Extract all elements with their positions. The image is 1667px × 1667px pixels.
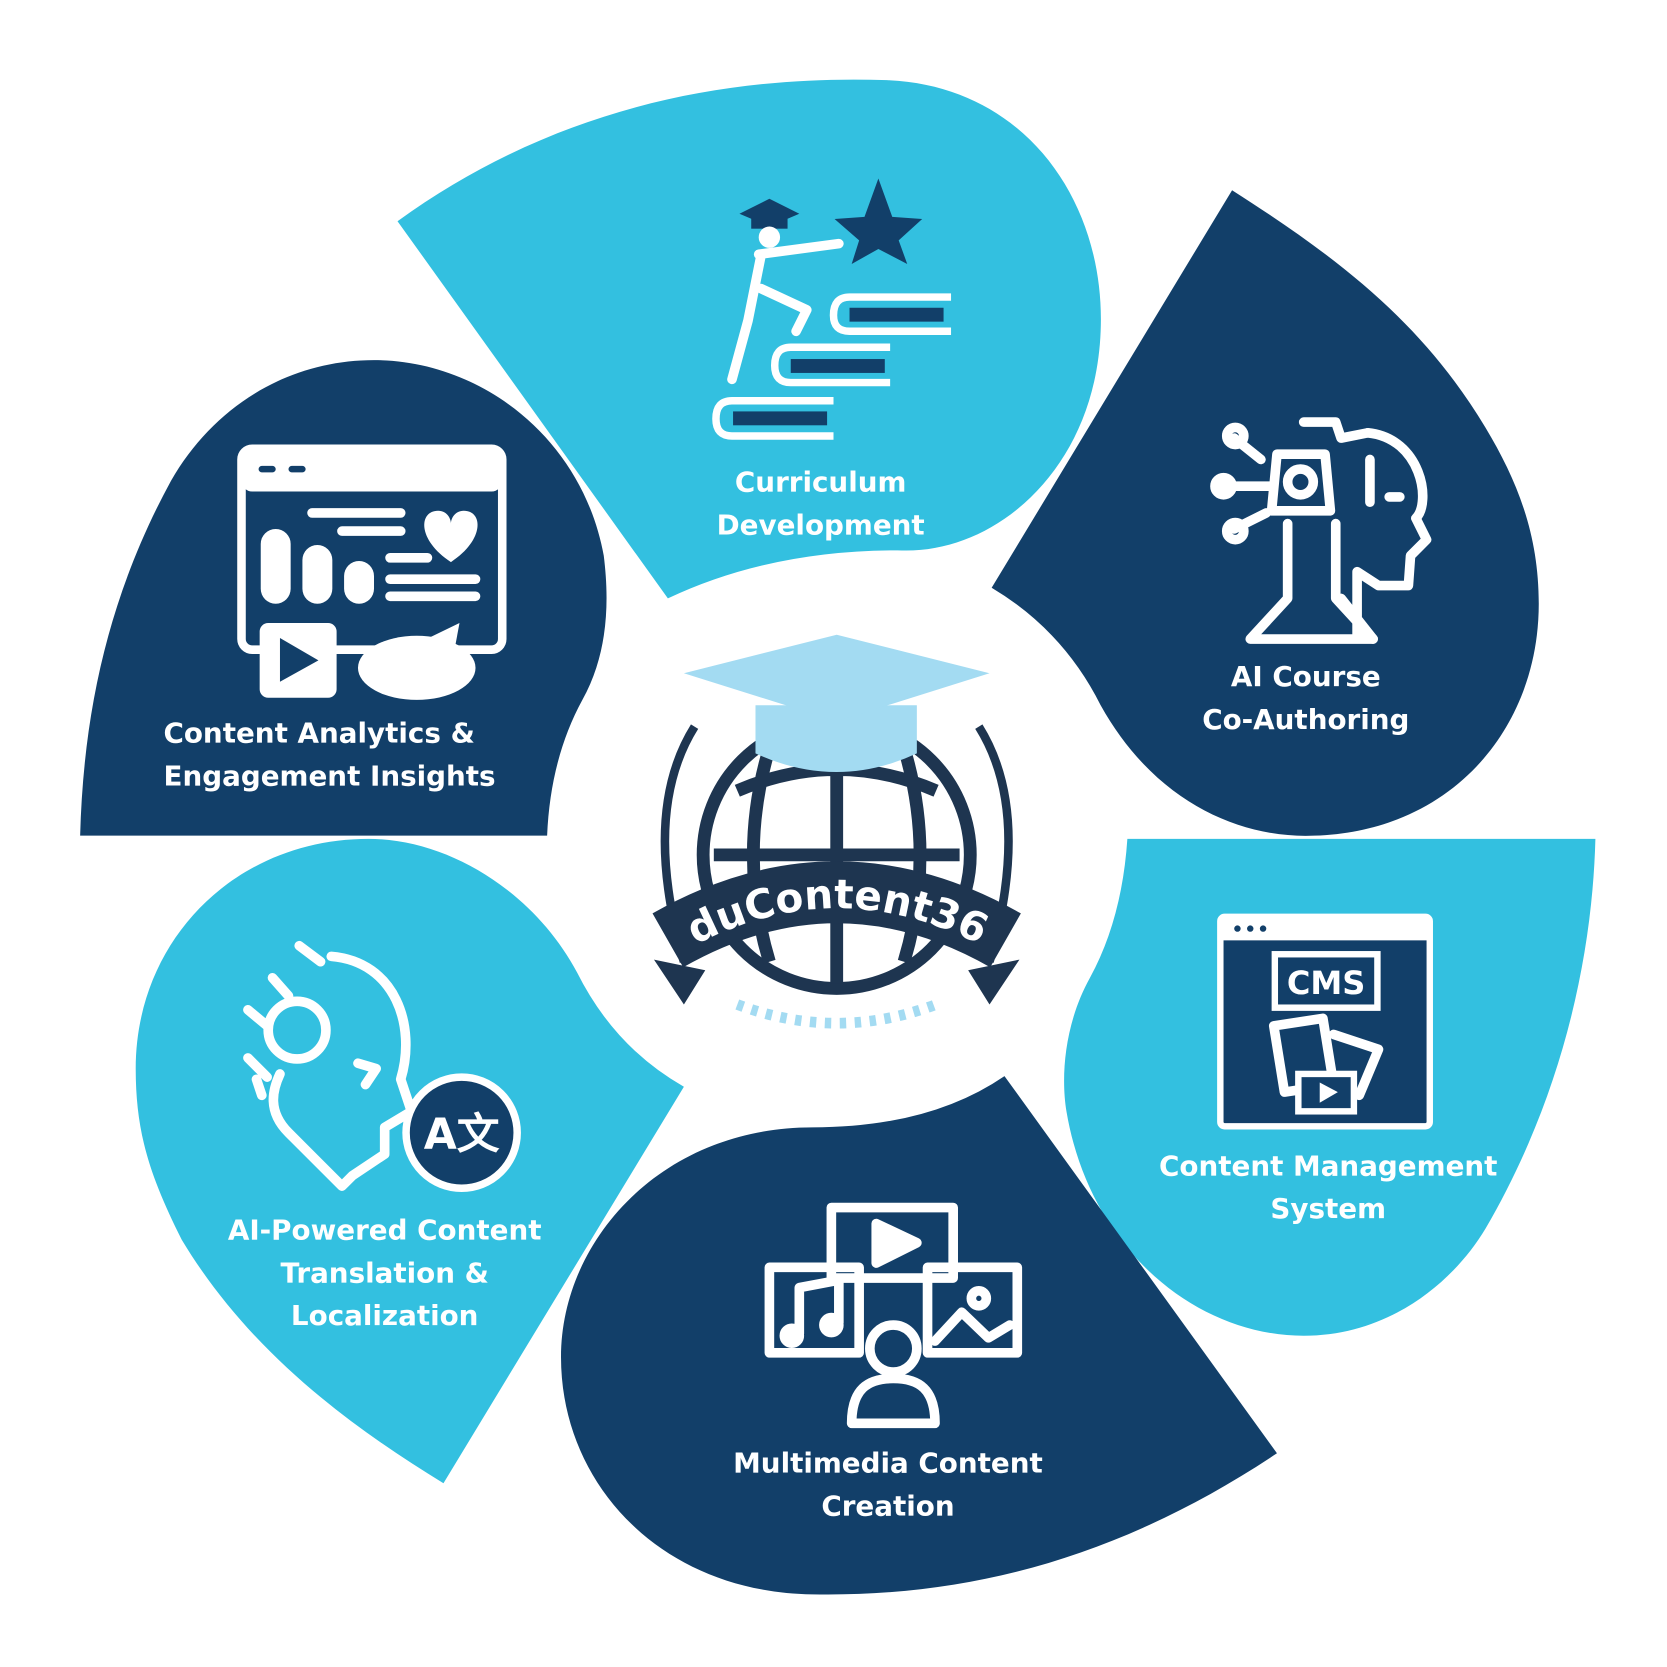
cms-icon-text: CMS (1287, 964, 1366, 1002)
label-translation-3: Localization (291, 1299, 479, 1332)
label-translation-1: AI-Powered Content (228, 1214, 542, 1247)
translation-icon-text: A文 (424, 1110, 500, 1160)
student-books-star-icon (712, 178, 952, 440)
label-curriculum-1: Curriculum (735, 466, 907, 499)
petal-curriculum (397, 79, 1101, 599)
ai-head-gear-icon (1210, 417, 1432, 644)
label-curriculum-2: Development (717, 508, 925, 541)
petal-multimedia (561, 1076, 1277, 1595)
label-analytics-2: Engagement Insights (163, 759, 495, 792)
analytics-dashboard-icon (237, 444, 507, 700)
label-multimedia-1: Multimedia Content (733, 1447, 1043, 1480)
multimedia-icon (764, 1202, 1023, 1429)
translation-head-icon: A文 (243, 940, 521, 1193)
label-analytics-1: Content Analytics & (163, 717, 474, 750)
label-cms-2: System (1270, 1192, 1386, 1225)
label-ai-course-2: Co-Authoring (1202, 703, 1409, 736)
cms-window-icon: CMS (1217, 913, 1433, 1130)
label-multimedia-2: Creation (821, 1489, 954, 1522)
label-cms-1: Content Management (1159, 1149, 1497, 1182)
label-translation-2: Translation & (280, 1256, 488, 1289)
label-ai-course-1: AI Course (1231, 660, 1381, 693)
